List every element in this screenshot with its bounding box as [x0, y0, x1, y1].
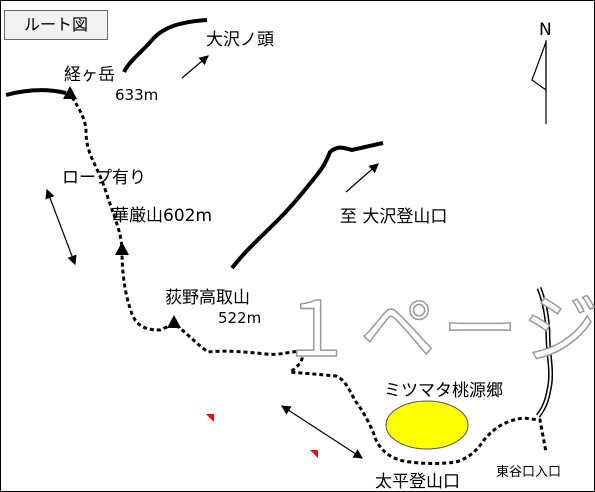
label-kyogatake: 経ヶ岳: [64, 65, 115, 85]
label-kegonzan: 華厳山602m: [112, 206, 213, 226]
summit-takatori-icon: [167, 315, 181, 328]
red-flag-icon: [206, 414, 214, 422]
red-flag-icon: [310, 450, 318, 458]
summit-kegonzan-icon: [115, 242, 129, 255]
watermark: １ページ: [277, 284, 595, 375]
summit-kyogatake-icon: [63, 86, 77, 99]
label-ogino-takatori-elev: 522m: [218, 309, 262, 327]
label-higashitani-entrance: 東谷口入口: [496, 465, 562, 480]
ridge-line-mid: [230, 141, 384, 270]
north-arrow-icon: [531, 40, 547, 124]
ridge-line-left: [5, 88, 67, 97]
label-ogino-takatori: 荻野高取山: [165, 288, 250, 308]
ridge-line-top: [122, 18, 208, 73]
label-taihei-trailhead: 太平登山口: [375, 472, 460, 492]
north-label: N: [539, 20, 552, 40]
label-rope: ロープ有り: [62, 168, 146, 188]
mitsumata-area: [385, 400, 469, 450]
arrow-rope-span-icon: [45, 188, 77, 266]
label-osawa-head: 大沢ノ頭: [206, 30, 274, 50]
route-trail: [70, 96, 548, 465]
arrow-osawa-head-icon: [181, 55, 209, 79]
route-map-tab[interactable]: ルート図: [4, 10, 108, 40]
label-to-osawa-trailhead: 至 大沢登山口: [340, 207, 448, 227]
arrow-osawa-trailhead-icon: [345, 163, 379, 193]
label-kyogatake-elev: 633m: [115, 86, 159, 104]
arrow-lower-span-icon: [280, 405, 364, 459]
label-mitsumata: ミツマタ桃源郷: [384, 381, 503, 401]
